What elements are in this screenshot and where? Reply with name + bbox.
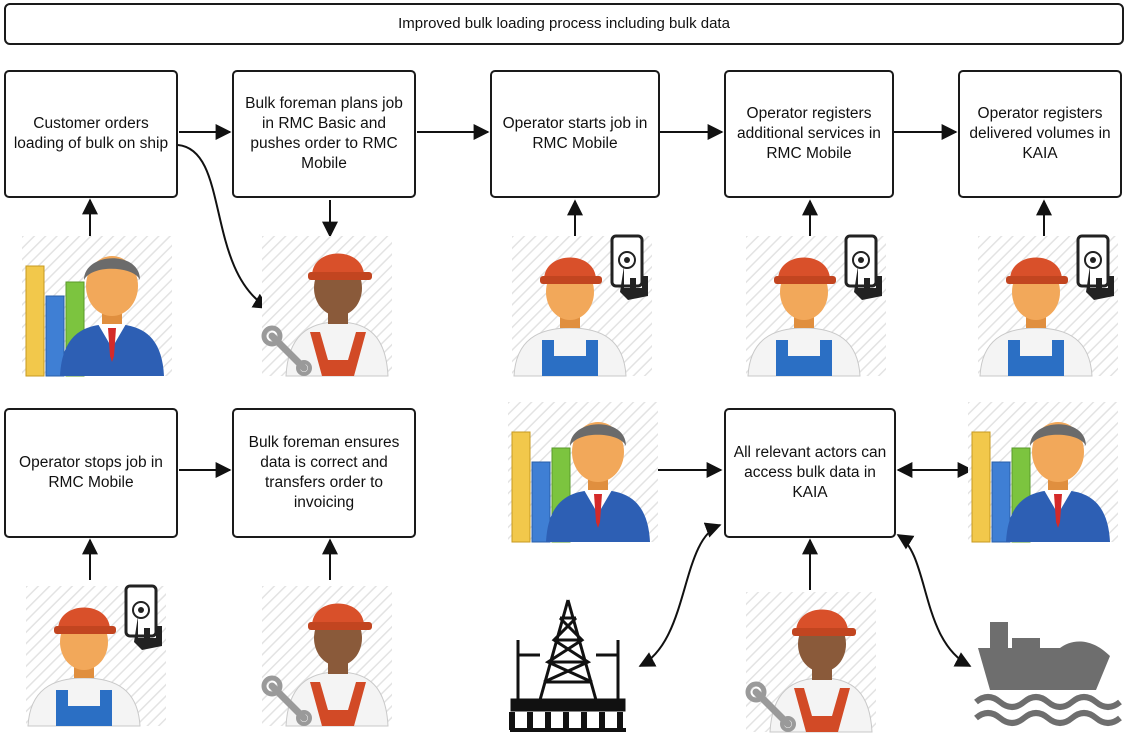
step-operator-starts: Operator starts job in RMC Mobile [490, 70, 660, 198]
worker-with-wrench-icon [262, 236, 392, 376]
ship-icon [974, 622, 1122, 726]
businessman-with-chart-icon [21, 235, 173, 377]
operator-with-tablet-icon [510, 234, 654, 378]
diagram-title: Improved bulk loading process including … [4, 3, 1124, 45]
businessman-with-chart-icon [967, 401, 1119, 543]
operator-with-tablet-icon [24, 584, 168, 728]
step-foreman-plans: Bulk foreman plans job in RMC Basic and … [232, 70, 416, 198]
step-operator-registers-services: Operator registers additional services i… [724, 70, 894, 198]
worker-with-wrench-icon [746, 592, 876, 732]
step-operator-registers-volumes: Operator registers delivered volumes in … [958, 70, 1122, 198]
oil-rig-icon [509, 599, 626, 732]
step-customer-orders: Customer orders loading of bulk on ship [4, 70, 178, 198]
step-foreman-ensures-data: Bulk foreman ensures data is correct and… [232, 408, 416, 538]
worker-with-wrench-icon [262, 586, 392, 726]
step-operator-stops: Operator stops job in RMC Mobile [4, 408, 178, 538]
operator-with-tablet-icon [744, 234, 888, 378]
step-actors-access-data: All relevant actors can access bulk data… [724, 408, 896, 538]
operator-with-tablet-icon [976, 234, 1120, 378]
businessman-with-chart-icon [507, 401, 659, 543]
